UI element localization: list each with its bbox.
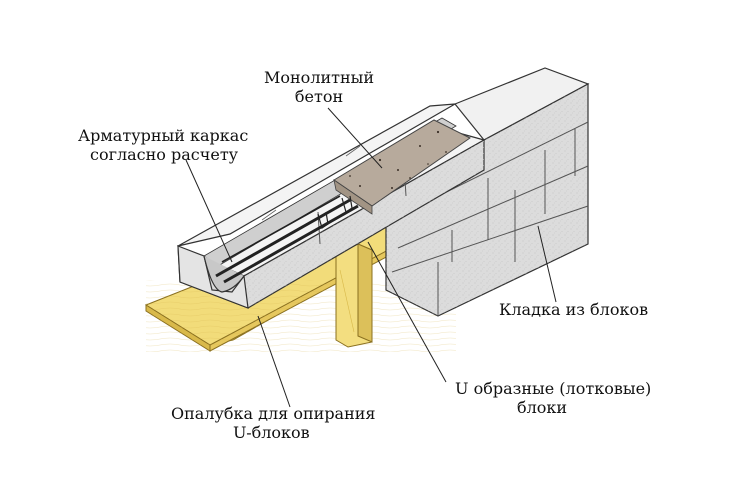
label-rebar-line2: согласно расчету <box>90 145 239 164</box>
label-masonry-line1: Кладка из блоков <box>499 300 649 319</box>
leader-formwork <box>257 315 291 408</box>
leader-concrete <box>327 107 383 169</box>
label-u-blocks: U образные (лотковые) блоки <box>455 379 651 417</box>
label-rebar-line1: Арматурный каркас <box>78 126 249 145</box>
label-u-blocks-line2: блоки <box>517 398 568 417</box>
rebar-cage <box>215 195 359 284</box>
label-formwork: Опалубка для опирания U-блоков <box>171 404 376 442</box>
label-formwork-line2: U-блоков <box>233 423 310 442</box>
label-concrete-line1: Монолитный <box>264 68 375 87</box>
label-u-blocks-line1: U образные (лотковые) <box>455 379 652 398</box>
label-concrete-line2: бетон <box>294 87 344 106</box>
label-monolithic-concrete: Монолитный бетон <box>264 68 374 106</box>
leader-u-blocks <box>367 241 447 383</box>
support-post <box>335 243 373 348</box>
leader-lines <box>185 107 557 408</box>
leader-masonry <box>537 225 557 303</box>
monolithic-concrete <box>333 119 471 215</box>
label-masonry: Кладка из блоков <box>499 300 648 319</box>
masonry-wall <box>385 67 590 317</box>
leader-rebar <box>185 159 233 263</box>
label-formwork-line1: Опалубка для опирания <box>171 404 376 423</box>
label-rebar-cage: Арматурный каркас согласно расчету <box>78 126 248 164</box>
